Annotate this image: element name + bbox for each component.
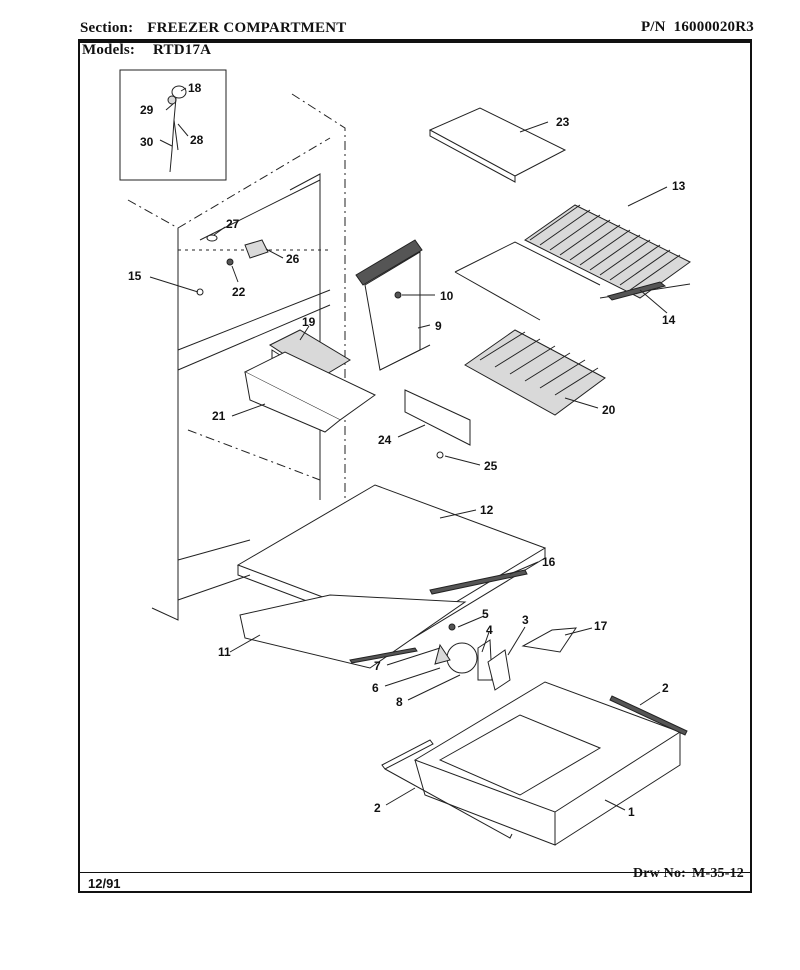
- callout-2-right: 2: [662, 681, 669, 695]
- fan-assembly: [434, 623, 511, 691]
- callout-16: 16: [542, 555, 556, 569]
- part-number-label: P/N: [640, 19, 666, 35]
- callout-13: 13: [672, 179, 686, 193]
- footer-rule: [78, 872, 752, 873]
- part-25-screw: [436, 451, 444, 459]
- callout-30: 30: [140, 135, 154, 149]
- part-12-floor-panel: [236, 484, 547, 641]
- part-number: P/N 16000020R3: [641, 19, 754, 36]
- drawing-number-label: Drw No:: [632, 866, 687, 881]
- part-20-tray: [464, 329, 606, 416]
- header-rule: [78, 39, 752, 41]
- drawing-frame: [78, 41, 752, 893]
- models-heading: Models: RTD17A: [82, 42, 211, 59]
- part-9-air-duct: [355, 239, 431, 371]
- callout-25: 25: [484, 459, 498, 473]
- part-24-bracket: [404, 389, 471, 446]
- callout-8: 8: [396, 695, 403, 709]
- callout-28: 28: [190, 133, 204, 147]
- revision-date: 12/91: [88, 876, 121, 891]
- callout-29: 29: [140, 103, 154, 117]
- callout-18: 18: [188, 81, 202, 95]
- part-23-cover: [428, 107, 567, 183]
- part-1-base-pan: [413, 681, 682, 846]
- part-2-right-rail: [609, 695, 688, 736]
- callout-4: 4: [486, 623, 493, 637]
- callout-1: 1: [628, 805, 635, 819]
- drawing-number: Drw No: M-35-12: [633, 866, 744, 882]
- part-26-bracket: [244, 239, 269, 259]
- part-14-shelf-rail: [607, 281, 667, 301]
- callout-19: 19: [302, 315, 316, 329]
- callout-6: 6: [372, 681, 379, 695]
- cabinet-outline: [127, 93, 346, 621]
- part-2-left-rail: [381, 739, 513, 839]
- part-7-strip: [349, 647, 418, 664]
- part-11-lower-panel: [239, 594, 467, 669]
- part-10-screw: [394, 291, 402, 299]
- models-label: Models:: [82, 42, 136, 58]
- callout-5: 5: [482, 607, 489, 621]
- part-16-strip: [429, 569, 528, 595]
- callout-17: 17: [594, 619, 608, 633]
- callout-numbers: 18 29 30 28 23 13 27 26 15 22 10 14 9 19…: [128, 81, 686, 819]
- callout-15: 15: [128, 269, 142, 283]
- callout-14: 14: [662, 313, 676, 327]
- section-value: FREEZER COMPARTMENT: [147, 20, 347, 36]
- part-21-ice-bin: [243, 351, 376, 433]
- leader-lines: [149, 87, 668, 811]
- section-heading: Section: FREEZER COMPARTMENT: [80, 20, 346, 37]
- callout-21: 21: [212, 409, 226, 423]
- callout-7: 7: [374, 659, 381, 673]
- part-number-value: 16000020R3: [673, 19, 754, 35]
- callout-3: 3: [522, 613, 529, 627]
- callout-27: 27: [226, 217, 240, 231]
- part-27-clip: [206, 234, 218, 242]
- drawing-number-value: M-35-12: [692, 866, 744, 881]
- part-22-screw: [226, 258, 234, 266]
- part-17-baffle: [521, 627, 577, 653]
- icemaker-valve-inset: [119, 69, 227, 181]
- callout-9: 9: [435, 319, 442, 333]
- callout-10: 10: [440, 289, 454, 303]
- callout-22: 22: [232, 285, 246, 299]
- callout-20: 20: [602, 403, 616, 417]
- callout-11: 11: [218, 645, 231, 659]
- section-label: Section:: [80, 20, 134, 36]
- callout-12: 12: [480, 503, 494, 517]
- callout-26: 26: [286, 252, 300, 266]
- callout-2-left: 2: [374, 801, 381, 815]
- callout-23: 23: [556, 115, 570, 129]
- models-value: RTD17A: [153, 42, 212, 58]
- callout-24: 24: [378, 433, 392, 447]
